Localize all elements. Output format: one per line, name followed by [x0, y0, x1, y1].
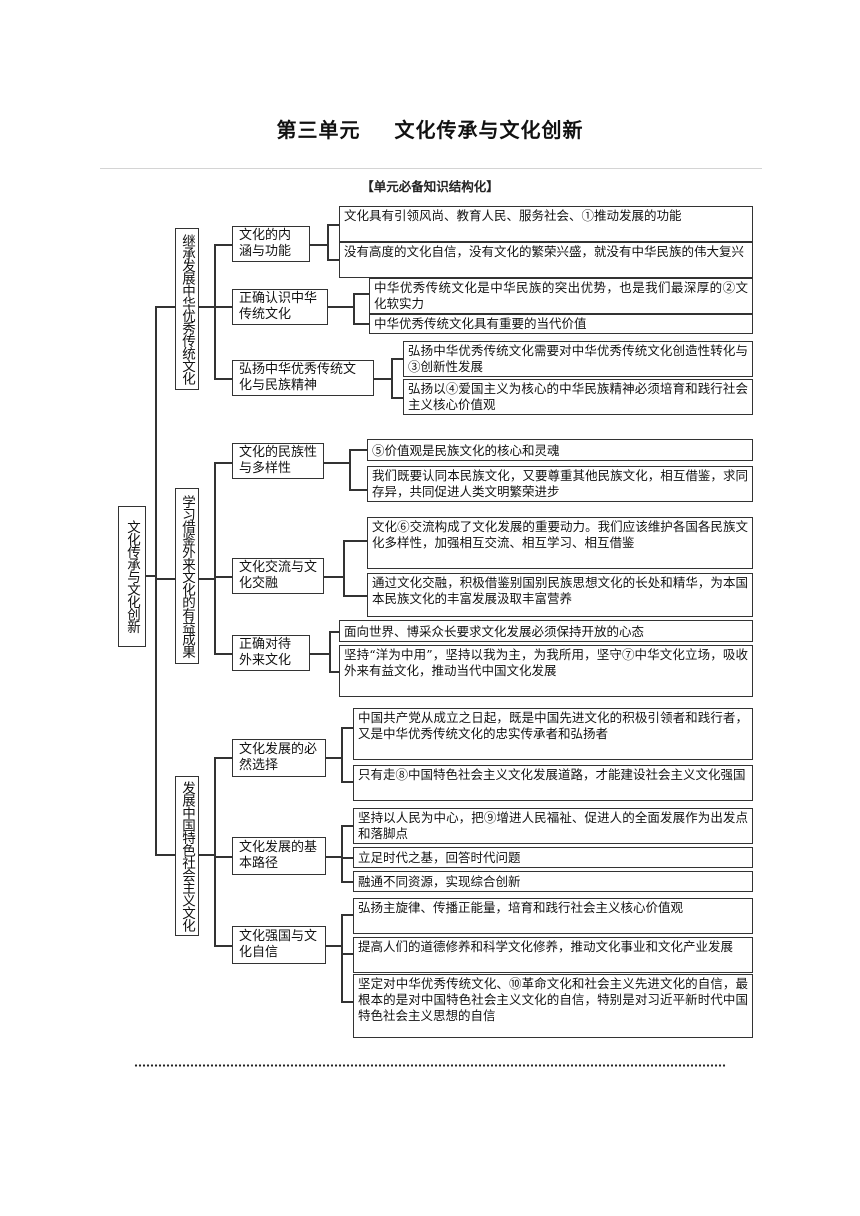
connector: [343, 595, 367, 597]
connector: [310, 653, 330, 655]
connector: [214, 244, 216, 379]
connector: [214, 306, 232, 308]
connector: [327, 224, 339, 226]
connector: [214, 462, 216, 654]
connector: [341, 781, 353, 783]
connector: [391, 358, 403, 360]
connector: [155, 854, 175, 856]
leaf-box: 文化⑥交流构成了文化发展的重要动力。我们应该维护各国各民族文化多样性，加强相互交…: [367, 517, 753, 569]
leaf-box: 中国共产党从成立之日起，既是中国先进文化的积极引领者和践行者，又是中华优秀传统文…: [353, 708, 753, 760]
connector: [329, 631, 339, 633]
connector: [214, 244, 232, 246]
connector: [341, 825, 353, 827]
connector: [349, 449, 367, 451]
connector: [146, 575, 156, 577]
leaf-box: 弘扬以④爱国主义为核心的中华民族精神必须培育和践行社会主义核心价值观: [403, 379, 753, 415]
leaf-box: 坚持“洋为中用”，坚持以我为主，为我所用，坚守⑦中华文化立场，吸收外来有益文化，…: [339, 645, 753, 697]
leaf-box: 我们既要认同本民族文化，又要尊重其他民族文化，相互借鉴，求同存异，共同促进人类文…: [367, 466, 753, 502]
leaf-box: 融通不同资源，实现综合创新: [353, 871, 753, 892]
leaf-box: 文化具有引领风尚、教育人民、服务社会、①推动发展的功能: [339, 206, 753, 242]
connector: [155, 306, 157, 855]
connector: [349, 489, 367, 491]
unit-number: 第三单元: [276, 118, 361, 142]
connector: [199, 854, 215, 856]
topic-box: 正确对待外来文化: [232, 635, 310, 671]
leaf-box: 坚持以人民为中心，把⑨增进人民福祉、促进人的全面发展作为出发点和落脚点: [353, 808, 753, 844]
connector: [341, 881, 353, 883]
connector: [341, 727, 343, 782]
connector: [328, 306, 354, 308]
connector: [341, 953, 353, 955]
topic-box: 文化交流与文化交融: [232, 558, 324, 594]
page-title: 第三单元 文化传承与文化创新: [0, 114, 860, 143]
topic-box: 文化的内涵与功能: [232, 226, 310, 262]
dotted-divider: [134, 1064, 726, 1067]
connector: [349, 449, 351, 490]
connector: [214, 757, 216, 946]
connector: [343, 540, 367, 542]
connector: [214, 945, 232, 947]
connector: [324, 462, 350, 464]
diagram-header: 【单元必备知识结构化】: [361, 179, 499, 194]
branch-box: 继承发展中华优秀传统文化: [175, 228, 199, 390]
connector: [327, 259, 339, 261]
connector: [353, 293, 369, 295]
leaf-box: 只有走⑧中国特色社会主义文化发展道路，才能建设社会主义文化强国: [353, 765, 753, 801]
connector: [324, 576, 344, 578]
leaf-box: 弘扬中华优秀传统文化需要对中华优秀传统文化创造性转化与③创新性发展: [403, 341, 753, 377]
topic-box: 文化发展的基本路径: [232, 837, 326, 875]
leaf-box: ⑤价值观是民族文化的核心和灵魂: [367, 439, 753, 461]
connector: [341, 857, 353, 859]
connector: [155, 578, 175, 580]
root-box: 文化传承与文化创新: [118, 506, 146, 647]
topic-box: 文化发展的必然选择: [232, 739, 326, 777]
connector: [341, 727, 353, 729]
leaf-box: 中华优秀传统文化具有重要的当代价值: [369, 314, 753, 334]
connector: [214, 653, 232, 655]
connector: [214, 462, 232, 464]
leaf-box: 提高人们的道德修养和科学文化修养，推动文化事业和文化产业发展: [353, 937, 753, 973]
connector: [214, 757, 232, 759]
connector: [327, 224, 329, 260]
unit-title: 文化传承与文化创新: [394, 118, 584, 142]
connector: [391, 358, 393, 398]
connector: [199, 578, 215, 580]
topic-box: 正确认识中华传统文化: [232, 289, 328, 325]
connector: [326, 945, 342, 947]
connector: [341, 914, 353, 916]
leaf-box: 通过文化交融，积极借鉴别国别民族思想文化的长处和精华，为本国本民族文化的丰富发展…: [367, 573, 753, 617]
leaf-box: 中华优秀传统文化是中华民族的突出优势，也是我们最深厚的②文化软实力: [369, 278, 753, 314]
topic-box: 弘扬中华优秀传统文化与民族精神: [232, 360, 374, 396]
leaf-box: 坚定对中华优秀传统文化、⑩革命文化和社会主义先进文化的自信，最根本的是对中国特色…: [353, 974, 753, 1038]
connector: [310, 244, 328, 246]
connector: [329, 631, 331, 672]
branch-box: 学习借鉴外来文化的有益成果: [175, 488, 199, 664]
figure-top-border: [100, 168, 762, 169]
connector: [374, 378, 392, 380]
connector: [326, 856, 342, 858]
connector: [341, 914, 343, 1002]
connector: [214, 378, 232, 380]
connector: [326, 757, 342, 759]
connector: [353, 323, 369, 325]
connector: [341, 825, 343, 882]
connector: [353, 293, 355, 324]
topic-box: 文化强国与文化自信: [232, 926, 326, 964]
leaf-box: 弘扬主旋律、传播正能量，培育和践行社会主义核心价值观: [353, 898, 753, 934]
leaf-box: 立足时代之基，回答时代问题: [353, 847, 753, 868]
connector: [214, 856, 232, 858]
branch-box: 发展中国特色社会主义文化: [175, 776, 199, 936]
leaf-box: 没有高度的文化自信，没有文化的繁荣兴盛，就没有中华民族的伟大复兴: [339, 242, 753, 278]
connector: [214, 576, 232, 578]
connector: [391, 397, 403, 399]
connector: [199, 306, 215, 308]
connector: [155, 306, 175, 308]
connector: [329, 671, 339, 673]
connector: [343, 540, 345, 596]
leaf-box: 面向世界、博采众长要求文化发展必须保持开放的心态: [339, 620, 753, 642]
connector: [341, 1001, 353, 1003]
topic-box: 文化的民族性与多样性: [232, 443, 324, 479]
